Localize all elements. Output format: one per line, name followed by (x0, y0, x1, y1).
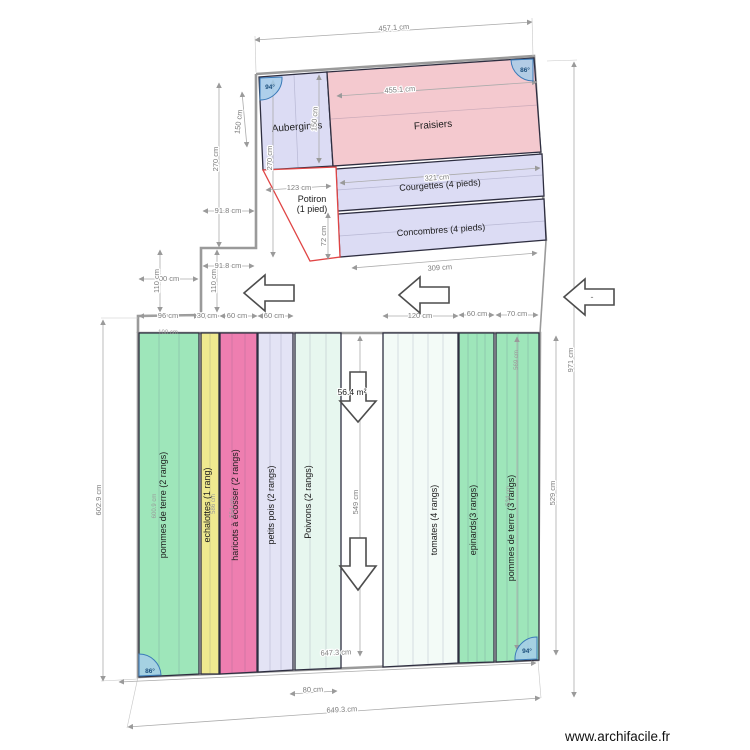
angle-wedge-top-left (259, 76, 283, 101)
svg-text:100 cm: 100 cm (158, 330, 178, 336)
svg-text:270 cm: 270 cm (211, 147, 220, 172)
arrow-down-1[interactable] (338, 371, 378, 424)
svg-text:96 cm: 96 cm (158, 311, 178, 320)
svg-text:455.1 cm: 455.1 cm (384, 84, 415, 95)
strip-label: tomates (4 rangs) (429, 485, 439, 556)
arrow-down-2[interactable] (338, 537, 378, 592)
angle-markers: 94° 86° 86° 94° (138, 58, 538, 677)
svg-text:549 cm: 549 cm (351, 490, 360, 515)
arrow-left-3[interactable] (562, 277, 615, 317)
svg-text:529 cm: 529 cm (548, 481, 557, 506)
svg-text:80 cm: 80 cm (302, 685, 323, 695)
svg-text:91.8 cm: 91.8 cm (215, 261, 242, 270)
strip-pommes-de-terre-3[interactable] (495, 332, 540, 663)
svg-text:150 cm: 150 cm (309, 106, 319, 131)
svg-text:60 cm: 60 cm (467, 309, 487, 318)
angle-wedge-bottom-left (138, 653, 162, 677)
svg-text:110 cm: 110 cm (209, 269, 218, 293)
svg-text:91.8 cm: 91.8 cm (215, 206, 242, 215)
svg-text:110 cm: 110 cm (152, 269, 161, 293)
plot-label-potiron-1: Potiron (298, 194, 327, 204)
strip-poivrons[interactable] (294, 332, 342, 671)
svg-text:649.3 cm: 649.3 cm (326, 704, 357, 715)
row-guide (338, 220, 546, 237)
svg-text:86°: 86° (520, 66, 530, 74)
svg-text:100 cm: 100 cm (155, 274, 180, 283)
dim-label: 586 cm (211, 494, 217, 514)
svg-text:86°: 86° (145, 667, 155, 675)
svg-text:123 cm: 123 cm (287, 183, 312, 192)
svg-text:602.9 cm: 602.9 cm (94, 485, 103, 516)
angle-wedge-bottom-right (514, 636, 538, 661)
area-label: 56.4 m² (338, 387, 367, 397)
svg-text:321 cm: 321 cm (424, 172, 449, 183)
wall-right-connector (539, 240, 547, 334)
strip-label: petits pois (2 rangs) (266, 465, 276, 544)
svg-text:270 cm: 270 cm (265, 146, 274, 171)
svg-text:72 cm: 72 cm (319, 226, 328, 246)
plot-label-potiron-2: (1 pied) (297, 204, 328, 214)
watermark-text: www.archifacile.fr (564, 729, 671, 744)
strip-row-guides (158, 334, 529, 676)
svg-text:971 cm: 971 cm (566, 348, 575, 373)
plot-potiron[interactable] (261, 166, 341, 262)
svg-text:120 cm: 120 cm (408, 311, 433, 320)
strip-label: pommes de terre (3 rangs) (506, 475, 516, 582)
strip-label: pommes de terre (2 rangs) (158, 452, 168, 559)
svg-text:94°: 94° (522, 647, 532, 655)
strip-label: haricots à écosser (2 rangs) (230, 449, 240, 561)
svg-text:70 cm: 70 cm (507, 309, 527, 318)
angle-wedge-top-right (510, 58, 534, 82)
plot-label-fraisiers: Fraisiers (414, 119, 453, 133)
dimension-labels: 457.1 cm 455.1 cm 321 cm 309 cm 150 cm 2… (93, 21, 576, 716)
dim-label: 554 cm (230, 498, 236, 518)
dim-label: 534 cm (506, 486, 512, 506)
arrow-left-1[interactable] (242, 273, 295, 313)
svg-text:60 cm: 60 cm (264, 311, 284, 320)
svg-text:457.1 cm: 457.1 cm (378, 22, 409, 33)
svg-text:309 cm: 309 cm (427, 262, 452, 273)
strip-label: Poivrons (2 rangs) (303, 465, 313, 539)
arrow-left-2[interactable] (397, 275, 450, 315)
plot-label-aubergines: Aubergines (271, 120, 322, 135)
row-guide (293, 74, 299, 168)
svg-text:569 cm: 569 cm (514, 350, 520, 370)
strip-label: echalottes (1 rang) (202, 467, 212, 542)
svg-text:30 cm: 30 cm (197, 311, 217, 320)
svg-text:647.3 cm: 647.3 cm (320, 647, 351, 657)
row-guide (330, 104, 539, 120)
arrow-minus-label: - (591, 292, 594, 302)
strip-label: epinards(3 rangs) (468, 485, 478, 556)
strip-pommes-de-terre-2[interactable] (138, 332, 200, 678)
strip-tomates[interactable] (382, 332, 459, 668)
svg-text:60 cm: 60 cm (227, 311, 247, 320)
dimension-lines (100, 17, 578, 730)
dim-label: 600.9 cm (152, 494, 158, 519)
svg-text:150 cm: 150 cm (233, 109, 245, 135)
svg-text:94°: 94° (265, 83, 275, 91)
